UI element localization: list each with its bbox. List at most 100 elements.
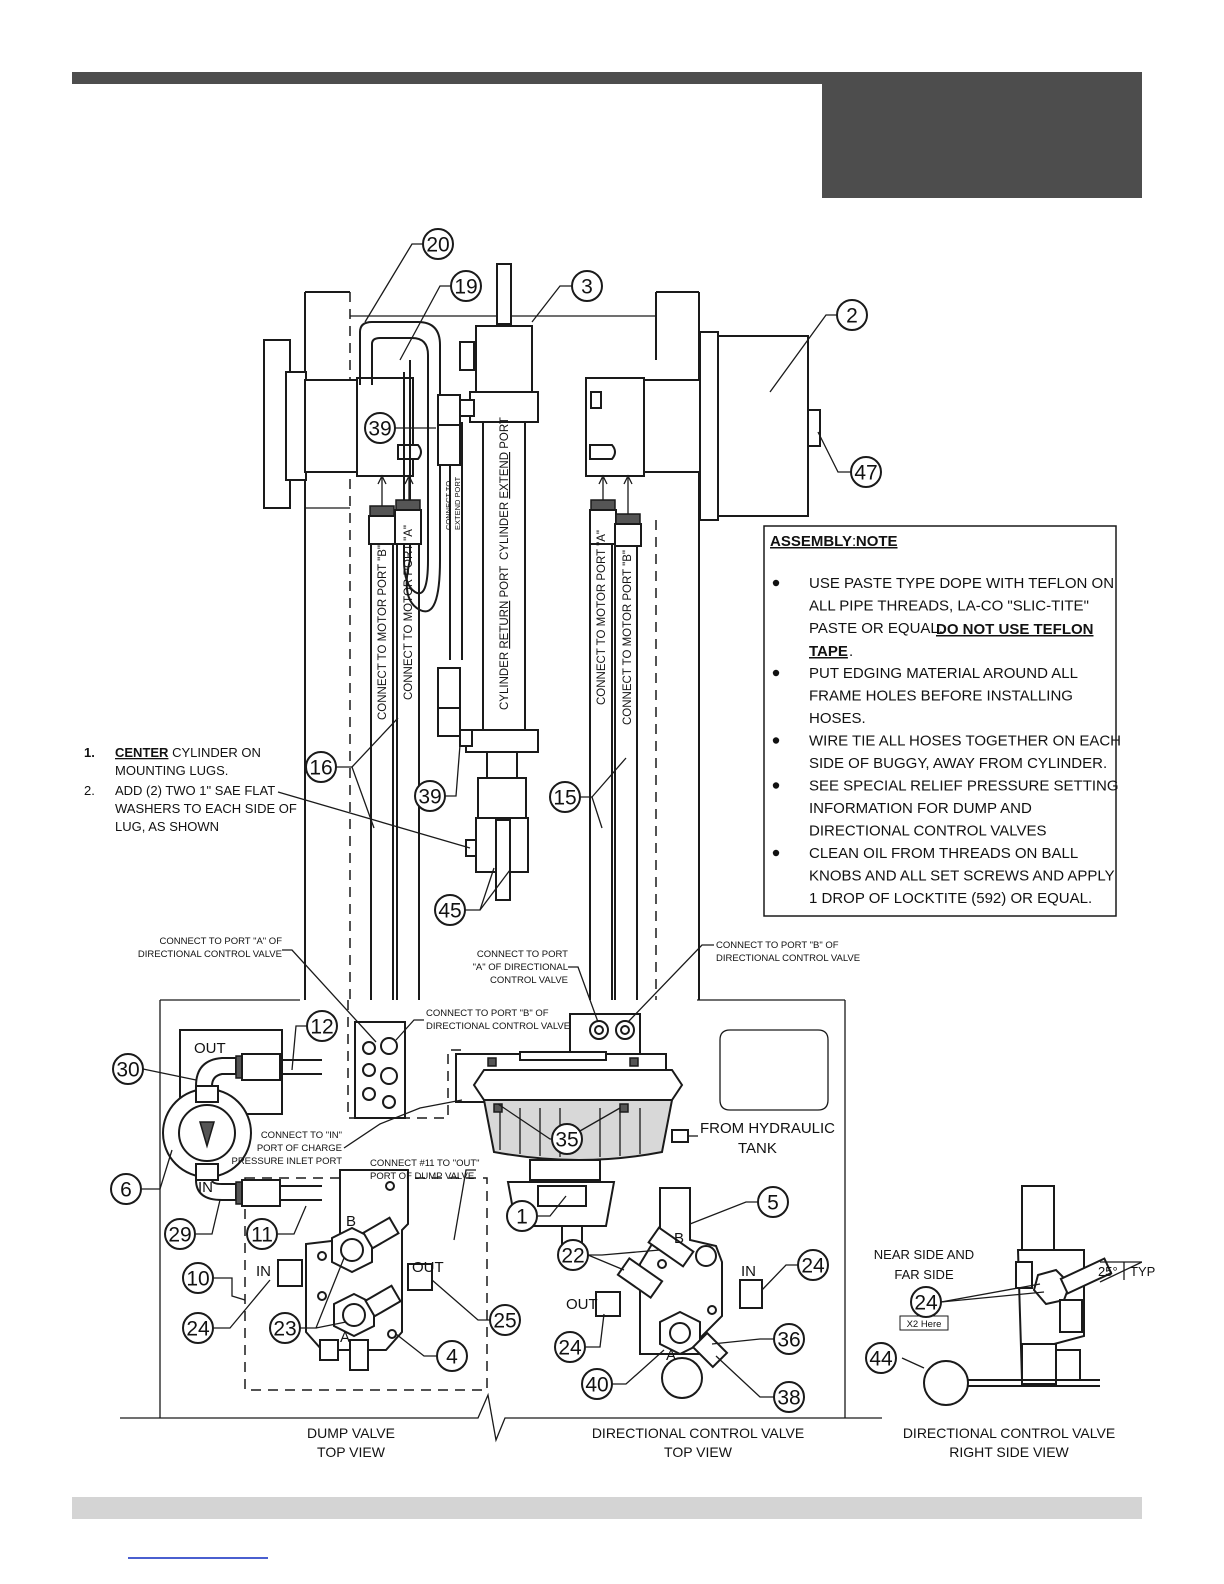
note-bullet-dot <box>772 849 780 857</box>
svg-text:16: 16 <box>309 757 332 780</box>
port-manifold-left <box>354 1021 406 1119</box>
svg-text:24: 24 <box>914 1292 938 1315</box>
svg-text:22: 22 <box>561 1245 584 1268</box>
hose-label-motor-a-right: CONNECT TO MOTOR PORT "A" <box>596 530 608 705</box>
svg-text:MOUNTING LUGS.: MOUNTING LUGS. <box>115 763 228 778</box>
svg-text::: : <box>852 533 856 550</box>
svg-text:12: 12 <box>310 1016 333 1039</box>
svg-text:DIRECTIONAL CONTROL VALVE: DIRECTIONAL CONTROL VALVE <box>716 953 860 964</box>
svg-text:4: 4 <box>446 1346 458 1369</box>
callout-3: 3 <box>571 270 603 302</box>
typ-label: TYP <box>1130 1264 1155 1279</box>
svg-text:DUMP VALVE: DUMP VALVE <box>307 1425 395 1441</box>
callout-30: 30 <box>112 1053 144 1085</box>
callout-19: 19 <box>450 270 482 302</box>
svg-text:6: 6 <box>120 1179 132 1202</box>
note-line: PASTE OR EQUAL. <box>809 620 943 637</box>
svg-text:3: 3 <box>581 276 593 299</box>
note-line: CLEAN OIL FROM THREADS ON BALL <box>809 845 1078 862</box>
teflon-warning: DO NOT USE TEFLON <box>936 621 1094 638</box>
view-captions: DUMP VALVE TOP VIEW DIRECTIONAL CONTROL … <box>307 1425 1115 1460</box>
svg-text:CONNECT #11 TO "OUT": CONNECT #11 TO "OUT" <box>370 1158 480 1169</box>
note-line: PUT EDGING MATERIAL AROUND ALL <box>809 665 1078 682</box>
left-notes: 1. CENTER CYLINDER ON MOUNTING LUGS. 2. … <box>84 745 471 849</box>
filter-assembly <box>162 1053 322 1207</box>
svg-text:CONNECT TO PORT "A" OF: CONNECT TO PORT "A" OF <box>159 936 282 947</box>
svg-text:PRESSURE INLET PORT: PRESSURE INLET PORT <box>231 1156 342 1167</box>
callout-39: 39 <box>364 412 396 444</box>
svg-text:38: 38 <box>777 1387 800 1410</box>
footer-link[interactable] <box>128 1557 268 1559</box>
callout-23: 23 <box>269 1312 301 1344</box>
svg-text:RIGHT SIDE VIEW: RIGHT SIDE VIEW <box>949 1444 1069 1460</box>
svg-text:47: 47 <box>854 462 877 485</box>
footer-bar <box>72 1497 1142 1519</box>
svg-text:36: 36 <box>777 1329 800 1352</box>
svg-text:25: 25 <box>493 1310 516 1333</box>
callout-2: 2 <box>836 299 868 331</box>
from-tank-label-2: TANK <box>738 1140 777 1157</box>
svg-text:2: 2 <box>846 305 858 328</box>
svg-text:ADD (2) TWO 1" SAE FLAT: ADD (2) TWO 1" SAE FLAT <box>115 783 275 798</box>
note-line: 1 DROP OF LOCKTITE (592) OR EQUAL. <box>809 890 1092 907</box>
svg-text:"A" OF DIRECTIONAL: "A" OF DIRECTIONAL <box>473 962 568 973</box>
flow-arrows <box>377 474 633 514</box>
svg-text:24: 24 <box>186 1318 210 1341</box>
callout-22: 22 <box>557 1239 589 1271</box>
svg-text:PORT OF DUMP VALVE: PORT OF DUMP VALVE <box>370 1171 474 1182</box>
note-line: SIDE OF BUGGY, AWAY FROM CYLINDER. <box>809 755 1107 772</box>
callout-44: 44 <box>865 1342 897 1374</box>
svg-text:24: 24 <box>801 1255 825 1278</box>
note-line: USE PASTE TYPE DOPE WITH TEFLON ON <box>809 575 1114 592</box>
callout-6: 6 <box>110 1173 142 1205</box>
svg-text:IN: IN <box>256 1263 271 1280</box>
hose-label-motor-b-right: CONNECT TO MOTOR PORT "B" <box>622 550 634 725</box>
note-line: KNOBS AND ALL SET SCREWS AND APPLY <box>809 868 1115 885</box>
svg-text:TOP VIEW: TOP VIEW <box>317 1444 386 1460</box>
svg-text:35: 35 <box>555 1129 578 1152</box>
directional-control-valve <box>595 1187 763 1399</box>
callout-35: 35 <box>551 1123 583 1155</box>
svg-text:IN: IN <box>198 1179 213 1196</box>
angle-label: 25° <box>1098 1264 1118 1279</box>
svg-text:29: 29 <box>168 1224 191 1247</box>
note-line: INFORMATION FOR DUMP AND <box>809 800 1032 817</box>
callout-5: 5 <box>757 1186 789 1218</box>
svg-text:39: 39 <box>418 786 441 809</box>
near-far-label-1: NEAR SIDE AND <box>874 1247 974 1262</box>
note-bullet-dot <box>772 579 780 587</box>
motor-hoses-right <box>589 499 642 1000</box>
cylinder-return-label: CYLINDER RETURN PORT <box>499 566 511 710</box>
callout-15: 15 <box>549 781 581 813</box>
dump-valve <box>277 1169 433 1371</box>
svg-text:OUT: OUT <box>412 1259 444 1276</box>
from-tank-label-1: FROM HYDRAULIC <box>700 1120 835 1137</box>
callout-16: 16 <box>305 751 337 783</box>
port-manifold-right <box>569 1013 641 1055</box>
callout-45: 45 <box>434 894 466 926</box>
svg-text:A: A <box>340 1329 350 1346</box>
svg-text:40: 40 <box>585 1374 608 1397</box>
svg-text:5: 5 <box>767 1192 779 1215</box>
svg-text:CONNECT TO PORT "B" OF: CONNECT TO PORT "B" OF <box>426 1008 549 1019</box>
right-wheel-motor <box>585 331 821 521</box>
svg-text:CONNECT TO "IN": CONNECT TO "IN" <box>261 1130 342 1141</box>
svg-text:1.: 1. <box>84 745 95 760</box>
svg-text:20: 20 <box>426 234 449 257</box>
svg-text:A: A <box>666 1347 676 1364</box>
svg-text:.: . <box>849 643 853 660</box>
callout-20: 20 <box>422 228 454 260</box>
callout-47: 47 <box>850 456 882 488</box>
svg-text:WASHERS TO EACH SIDE OF: WASHERS TO EACH SIDE OF <box>115 801 297 816</box>
ball-knob-44[interactable] <box>923 1360 969 1406</box>
svg-text:CONNECT TO PORT "B" OF: CONNECT TO PORT "B" OF <box>716 940 839 951</box>
svg-text:OUT: OUT <box>566 1296 598 1313</box>
hose-label-motor-a-left: CONNECT TO MOTOR PORT "A" <box>403 525 415 700</box>
svg-text:CONTROL VALVE: CONTROL VALVE <box>490 975 568 986</box>
note-bullet-dot <box>772 782 780 789</box>
svg-text:10: 10 <box>186 1268 209 1291</box>
svg-text:45: 45 <box>438 900 461 923</box>
assembly-note-box: ASSEMBLY NOTE : USE PASTE TYPE DOPE WITH… <box>763 525 1121 917</box>
